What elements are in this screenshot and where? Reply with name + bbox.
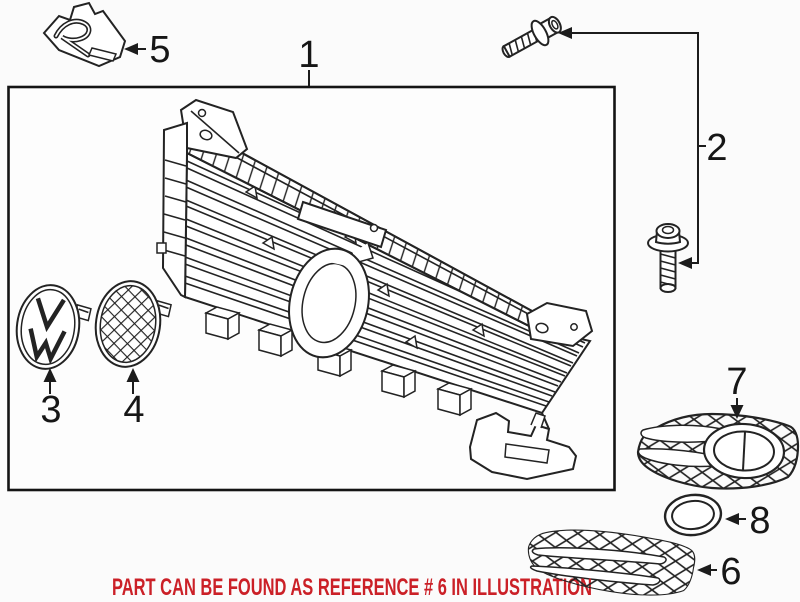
- arrowhead-6: [697, 564, 711, 576]
- callout-8: 8: [749, 500, 770, 542]
- arrowhead-8: [725, 513, 739, 525]
- vw-logo-glyph: [28, 297, 67, 365]
- arrowhead-3: [43, 368, 57, 382]
- fog-light-bezel-drawing: [636, 412, 800, 490]
- vw-emblem-drawing: [15, 284, 92, 370]
- callout-2: 2: [706, 127, 727, 169]
- r-badge-drawing: [42, 1, 127, 68]
- grille-slats: [184, 160, 586, 407]
- callout-4: 4: [123, 389, 144, 431]
- arrowhead-4: [126, 368, 140, 382]
- lower-grille-trim-hatch: [526, 528, 697, 597]
- callout-6: 6: [720, 551, 741, 593]
- grille-end-cap: [156, 121, 188, 299]
- arrowhead-7: [730, 405, 744, 419]
- arrowhead-2b: [678, 257, 692, 269]
- seal-ring-drawing: [663, 493, 723, 537]
- arrowhead-2a: [558, 27, 572, 39]
- callout-arrowheads: [43, 27, 744, 576]
- screw-top-drawing: [501, 15, 562, 59]
- grille-bracket-left: [179, 98, 249, 160]
- grille-emblem-mount: [288, 247, 370, 359]
- grille-bracket-right: [525, 301, 594, 348]
- grille-assembly-drawing: [156, 98, 594, 481]
- callout-5: 5: [149, 29, 170, 71]
- grille-foot-bracket: [468, 411, 578, 481]
- screw-bottom-drawing: [647, 223, 689, 293]
- callout-3: 3: [40, 389, 61, 431]
- fog-lamp-opening: [702, 422, 786, 480]
- callout-1: 1: [298, 34, 319, 76]
- callout-7: 7: [726, 361, 747, 403]
- reference-note: PART CAN BE FOUND AS REFERENCE # 6 IN IL…: [112, 574, 592, 601]
- arrowhead-5: [124, 43, 138, 55]
- mesh-insert-drawing: [94, 280, 172, 368]
- leader-2: [571, 32, 699, 264]
